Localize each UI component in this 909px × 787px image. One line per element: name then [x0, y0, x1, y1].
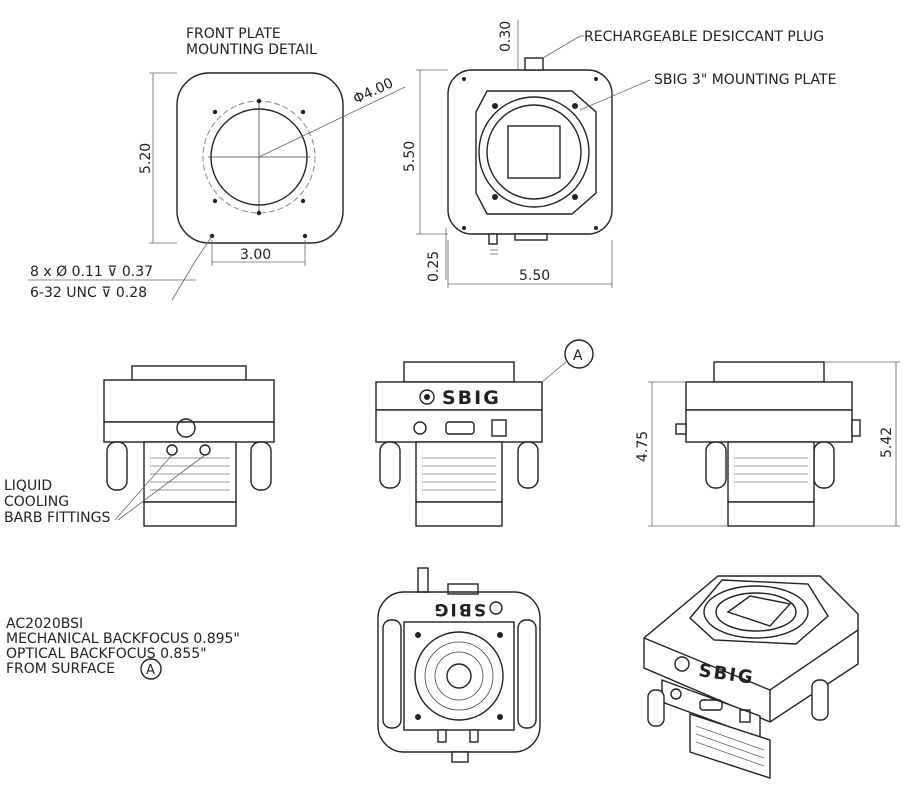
cooling-label-line2: COOLING — [4, 494, 69, 510]
optical-backfocus: OPTICAL BACKFOCUS 0.855" — [6, 646, 207, 662]
hole-note-line1: 8 x Ø 0.11 ⊽ 0.37 — [30, 264, 153, 280]
surface-a-marker — [564, 339, 594, 369]
mounting-holes — [209, 98, 308, 239]
desiccant-plug-label: RECHARGEABLE DESICCANT PLUG — [584, 29, 824, 45]
backfocus-notes: AC2020BSI MECHANICAL BACKFOCUS 0.895" OP… — [6, 616, 240, 680]
front-width-dimension: 5.50 — [519, 268, 550, 284]
front-plate-outline — [176, 72, 344, 244]
front-plate-title-line1: FRONT PLATE — [186, 26, 281, 42]
body-height-dimension: 4.75 — [635, 431, 651, 462]
side-view-left: LIQUID COOLING BARB FITTINGS — [4, 365, 275, 527]
brand-logo-side: SBIG — [442, 387, 501, 409]
front-plate-detail: FRONT PLATE MOUNTING DETAIL Φ4.00 5.20 3… — [28, 26, 406, 301]
front-height-dimension: 5.50 — [402, 141, 418, 172]
front-plate-title-line2: MOUNTING DETAIL — [186, 42, 317, 58]
serial-port-icon — [445, 421, 475, 435]
usb-port-icon — [491, 419, 507, 437]
isometric-view: SBIG — [643, 575, 859, 779]
plate-height-dimension: 5.20 — [138, 143, 154, 174]
iso-power-connector-icon — [670, 688, 682, 700]
hole-note-line2: 6-32 UNC ⊽ 0.28 — [30, 285, 147, 301]
cooling-label-line1: LIQUID — [4, 478, 52, 494]
mechanical-backfocus: MECHANICAL BACKFOCUS 0.895" — [6, 631, 240, 647]
front-view: RECHARGEABLE DESICCANT PLUG SBIG 3" MOUN… — [402, 20, 836, 288]
cooling-label-line3: BARB FITTINGS — [4, 510, 110, 526]
model-number: AC2020BSI — [6, 616, 83, 632]
brand-logo-mirrored: SBIG — [433, 599, 486, 619]
iso-usb-port-icon — [739, 709, 751, 723]
mounting-plate-label: SBIG 3" MOUNTING PLATE — [654, 72, 836, 88]
surface-a-label: A — [573, 348, 583, 364]
top-offset-dimension: 0.30 — [498, 21, 514, 52]
total-height-dimension: 5.42 — [879, 427, 895, 458]
mounting-plate-outline — [475, 90, 597, 215]
side-view-right: 4.75 5.42 — [635, 361, 900, 527]
iso-lens-mount — [703, 585, 809, 639]
power-connector-icon — [413, 421, 427, 435]
notes-surface-marker — [140, 658, 162, 680]
bottom-offset-dimension: 0.25 — [426, 251, 442, 282]
iso-serial-port-icon — [699, 699, 723, 711]
diameter-dimension: Φ4.00 — [351, 75, 396, 107]
front-view-body — [447, 69, 613, 235]
desiccant-plug-side — [176, 418, 196, 438]
sbig-logo-icon — [419, 389, 435, 405]
sensor-window — [507, 125, 561, 179]
side-view-middle: SBIG A — [375, 339, 594, 527]
back-view: SBIG — [377, 567, 541, 763]
notes-surface-label: A — [146, 663, 155, 678]
from-surface-label: FROM SURFACE — [6, 661, 115, 677]
fan-grille — [414, 631, 504, 721]
hole-spacing-dimension: 3.00 — [240, 247, 271, 263]
